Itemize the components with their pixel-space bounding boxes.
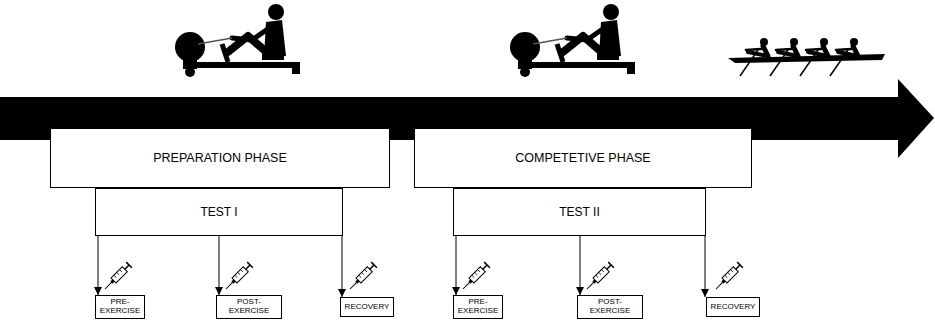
syringe-icon — [460, 262, 490, 292]
sampling-arrow — [705, 236, 706, 297]
test-box: TEST II — [453, 188, 706, 236]
rowing-boat — [728, 38, 885, 76]
box-label: PRE- EXERCISE — [458, 298, 498, 316]
sampling-arrow — [456, 236, 457, 295]
sampling-arrow — [98, 236, 99, 295]
phase-box: PREPARATION PHASE — [50, 128, 390, 188]
syringe-icon — [102, 262, 132, 292]
sampling-arrow — [580, 236, 581, 295]
box-label: TEST I — [200, 205, 237, 219]
rowing-ergometer — [510, 4, 635, 77]
sample-box: POST- EXERCISE — [216, 295, 282, 319]
phase-box: COMPETETIVE PHASE — [414, 128, 752, 188]
box-label: PRE- EXERCISE — [100, 298, 140, 316]
box-label: TEST II — [559, 205, 599, 219]
syringe-icon — [713, 262, 743, 292]
box-label: PREPARATION PHASE — [153, 151, 287, 165]
sample-box: PRE- EXERCISE — [95, 295, 145, 319]
sample-box: POST- EXERCISE — [577, 295, 643, 319]
box-label: POST- EXERCISE — [229, 298, 269, 316]
box-label: RECOVERY — [345, 303, 390, 312]
sample-box: PRE- EXERCISE — [453, 295, 503, 319]
sample-box: RECOVERY — [706, 297, 760, 317]
sampling-arrow — [342, 236, 343, 297]
syringe-icon — [584, 262, 614, 292]
box-label: RECOVERY — [711, 303, 756, 312]
syringe-icon — [347, 262, 377, 292]
rowing-ergometer — [175, 4, 300, 77]
syringe-icon — [223, 262, 253, 292]
test-box: TEST I — [95, 188, 343, 236]
box-label: POST- EXERCISE — [590, 298, 630, 316]
box-label: COMPETETIVE PHASE — [515, 151, 650, 165]
sampling-arrow — [219, 236, 220, 295]
sample-box: RECOVERY — [340, 297, 394, 317]
